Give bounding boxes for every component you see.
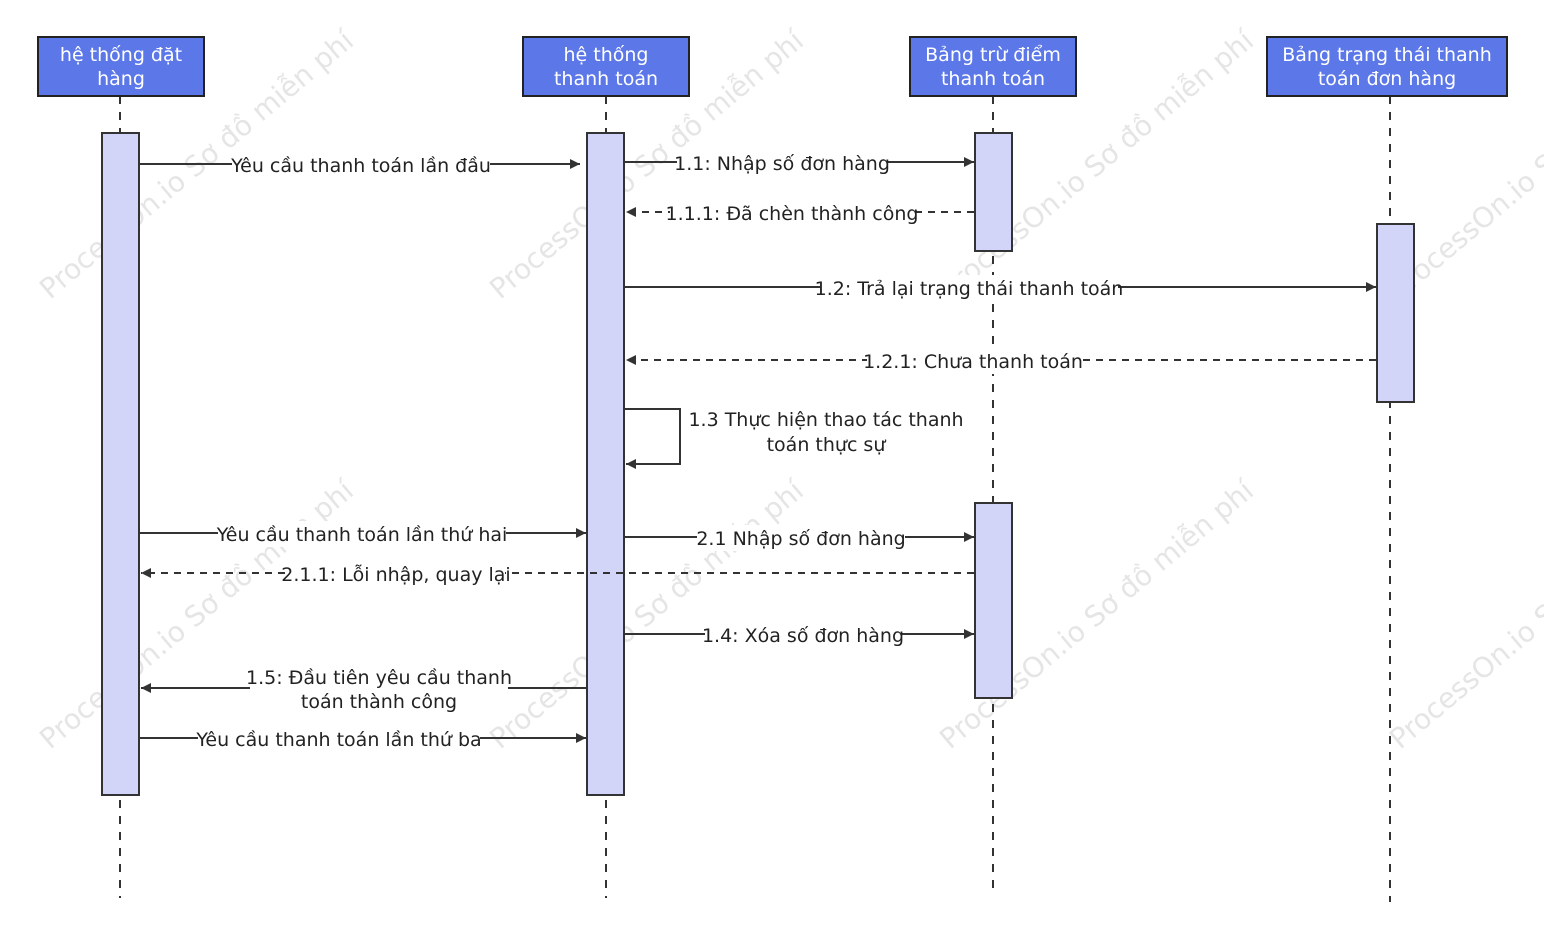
message-label: Yêu cầu thanh toán lần thứ hai [216, 524, 508, 546]
message-arrow[interactable]: Yêu cầu thanh toán lần thứ ba [140, 726, 586, 752]
message-label: 1.1.1: Đã chèn thành công [666, 203, 919, 225]
message-arrow[interactable]: 1.2: Trả lại trạng thái thanh toán [625, 275, 1376, 301]
watermark: ProcessOn.io Sơ đồ miễn phí [1383, 473, 1544, 755]
message-arrow[interactable]: 2.1 Nhập số đơn hàng [625, 525, 974, 551]
activation-bar [586, 132, 625, 796]
activation-bar [101, 132, 140, 796]
actor-label: Bảng trạng thái thanh [1282, 44, 1492, 66]
message-arrow[interactable]: 1.5: Đầu tiên yêu cầu thanh toán thành c… [141, 665, 586, 715]
actor-label: hệ thống [564, 44, 649, 66]
actor-ordering-system[interactable]: hệ thống đặt hàng [37, 36, 205, 97]
actor-label: thanh toán [941, 68, 1045, 90]
message-arrow[interactable]: 1.4: Xóa số đơn hàng [625, 622, 974, 648]
message-arrow[interactable]: Yêu cầu thanh toán lần đầu [140, 152, 580, 178]
actor-label: Bảng trừ điểm [925, 44, 1061, 66]
message-arrow[interactable]: 2.1.1: Lỗi nhập, quay lại [141, 561, 974, 587]
message-label: 2.1 Nhập số đơn hàng [696, 528, 905, 550]
message-label: 1.5: Đầu tiên yêu cầu thanh [246, 667, 512, 689]
message-label: 1.2.1: Chưa thanh toán [863, 351, 1083, 373]
message-label: 1.3 Thực hiện thao tác thanh [688, 409, 963, 431]
message-label: 1.2: Trả lại trạng thái thanh toán [815, 278, 1124, 300]
message-arrow[interactable]: 1.1.1: Đã chèn thành công [626, 200, 974, 226]
message-label: toán thực sự [767, 434, 887, 456]
message-arrow[interactable]: 1.2.1: Chưa thanh toán [626, 348, 1376, 374]
activation-bar [1376, 223, 1415, 403]
message-label: 1.1: Nhập số đơn hàng [674, 153, 890, 175]
message-label: Yêu cầu thanh toán lần thứ ba [195, 729, 481, 751]
message-label: 2.1.1: Lỗi nhập, quay lại [281, 563, 510, 586]
self-message-arrow[interactable]: 1.3 Thực hiện thao tác thanh toán thực s… [625, 408, 964, 469]
actor-points-table[interactable]: Bảng trừ điểm thanh toán [909, 36, 1077, 97]
actor-label: hệ thống đặt [60, 44, 182, 66]
activation-bar [974, 132, 1013, 252]
activation-bar [974, 502, 1013, 699]
message-arrow[interactable]: 1.1: Nhập số đơn hàng [625, 150, 974, 176]
message-label: 1.4: Xóa số đơn hàng [702, 625, 904, 647]
actor-order-status-table[interactable]: Bảng trạng thái thanh toán đơn hàng [1266, 36, 1508, 97]
message-label: Yêu cầu thanh toán lần đầu [230, 155, 491, 177]
actor-label: hàng [97, 68, 145, 90]
watermark: ProcessOn.io Sơ đồ miễn phí [483, 473, 810, 755]
actor-payment-system[interactable]: hệ thống thanh toán [522, 36, 690, 97]
message-label: toán thành công [301, 691, 457, 713]
actor-label: thanh toán [554, 68, 658, 90]
actor-label: toán đơn hàng [1318, 68, 1456, 90]
message-arrow[interactable]: Yêu cầu thanh toán lần thứ hai [140, 521, 586, 547]
